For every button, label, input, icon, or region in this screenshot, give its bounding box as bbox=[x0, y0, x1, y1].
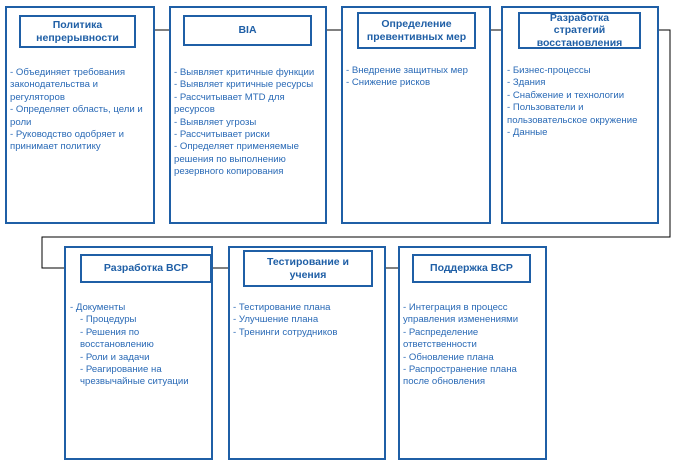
stage-items-policy: - Объединяет требования законодательства… bbox=[10, 67, 152, 154]
list-item: - Распространение плана после обновления bbox=[403, 364, 517, 388]
stage-title-testing: Тестирование и учения bbox=[243, 250, 373, 287]
stage-title-preventive: Определение превентивных мер bbox=[357, 12, 476, 49]
stage-items-testing: - Тестирование плана - Улучшение плана -… bbox=[233, 302, 383, 339]
list-item: - Документы bbox=[70, 302, 126, 313]
stage-title-strategy: Разработка стратегий восстановления bbox=[518, 12, 641, 49]
stage-title-policy: Политика непрерывности bbox=[19, 15, 136, 48]
stage-items-strategy: - Бизнес-процессы - Здания - Снабжение и… bbox=[507, 65, 655, 139]
list-item: - Объединяет требования законодательства… bbox=[10, 67, 126, 103]
stage-items-bcp: - Документы - Процедуры - Решения по вос… bbox=[70, 302, 212, 389]
list-item: - Процедуры bbox=[80, 314, 137, 326]
stage-title-bia: BIA bbox=[183, 15, 312, 46]
stage-items-support: - Интеграция в процесс управления измене… bbox=[403, 302, 545, 389]
list-item: - Реагирование на чрезвычайные ситуации bbox=[80, 364, 189, 388]
list-item: - Определяет применяемые решения по выпо… bbox=[174, 141, 299, 178]
list-item: - Обновление плана bbox=[403, 351, 494, 363]
list-item: - Рассчитывает риски bbox=[174, 129, 270, 141]
list-item: - Выявляет угрозы bbox=[174, 116, 257, 128]
list-item: - Данные bbox=[507, 127, 548, 139]
list-item: - Выявляет критичные функции bbox=[174, 67, 315, 78]
list-item: - Выявляет критичные ресурсы bbox=[174, 79, 314, 91]
list-item: - Тренинги сотрудников bbox=[233, 326, 338, 338]
list-item: - Улучшение плана bbox=[233, 314, 319, 326]
list-item: - Роли и задачи bbox=[80, 351, 150, 363]
list-item: - Решения по восстановлению bbox=[80, 326, 154, 351]
stage-items-bia: - Выявляет критичные функции - Выявляет … bbox=[174, 67, 324, 179]
list-item: - Снижение рисков bbox=[346, 77, 431, 89]
list-item: - Тестирование плана bbox=[233, 302, 331, 313]
list-item: - Руководство одобряет и принимает полит… bbox=[10, 129, 125, 153]
connector-strategy-bcp bbox=[41, 29, 671, 272]
list-item: - Интеграция в процесс управления измене… bbox=[403, 302, 519, 326]
list-item: - Бизнес-процессы bbox=[507, 65, 591, 76]
list-item: - Внедрение защитных мер bbox=[346, 65, 468, 76]
stage-items-preventive: - Внедрение защитных мер - Снижение риск… bbox=[346, 65, 488, 90]
list-item: - Пользователи и пользовательское окруже… bbox=[507, 102, 638, 126]
stage-title-bcp: Разработка BCP bbox=[80, 254, 212, 283]
list-item: - Рассчитывает MTD для ресурсов bbox=[174, 91, 285, 116]
list-item: - Распределение ответственности bbox=[403, 326, 479, 351]
list-item: - Снабжение и технологии bbox=[507, 89, 625, 101]
stage-title-support: Поддержка BCP bbox=[412, 254, 531, 283]
list-item: - Здания bbox=[507, 77, 546, 89]
list-item: - Определяет область, цели и роли bbox=[10, 104, 143, 128]
